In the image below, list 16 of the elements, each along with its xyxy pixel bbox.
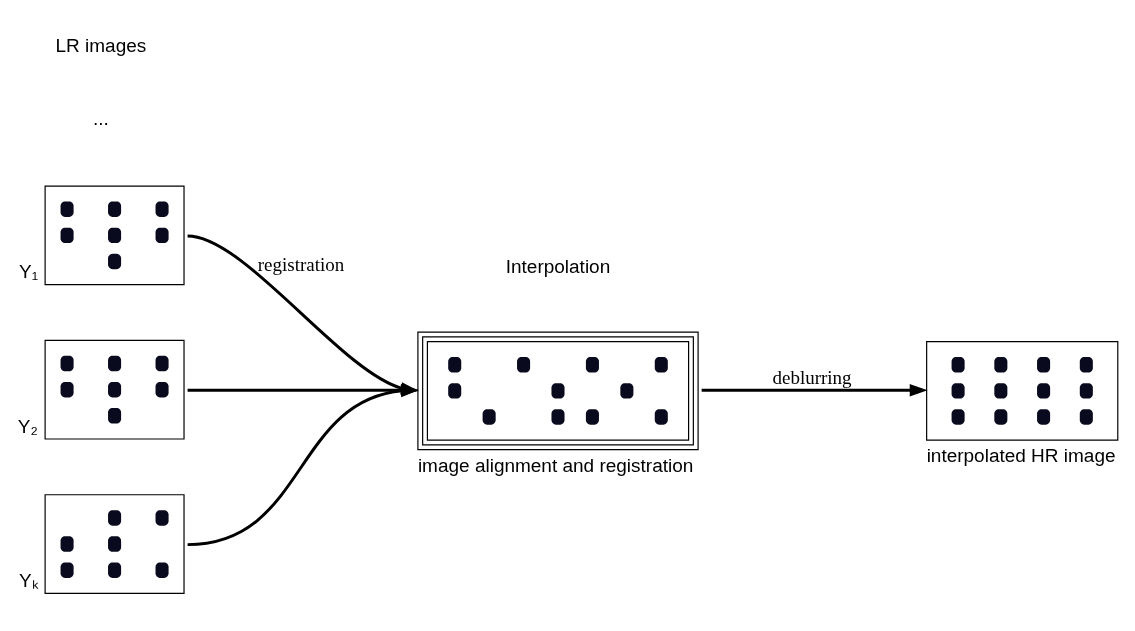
node-label: Y₁ bbox=[18, 261, 39, 283]
label: Interpolation bbox=[505, 255, 611, 277]
node-picture bbox=[926, 341, 1119, 441]
node-picture bbox=[44, 494, 185, 594]
node-label: Y₂ bbox=[17, 415, 38, 437]
arrow bbox=[701, 384, 928, 397]
node-label: image alignment and registration bbox=[417, 454, 694, 476]
node-picture bbox=[417, 331, 699, 451]
node-label: Yₖ bbox=[18, 570, 39, 592]
node-picture bbox=[44, 185, 185, 286]
edge-label: registration bbox=[257, 254, 345, 276]
node-picture bbox=[44, 339, 185, 440]
edge-label: deblurring bbox=[772, 367, 852, 389]
label: ... bbox=[93, 108, 109, 130]
node-label: interpolated HR image bbox=[926, 445, 1116, 467]
label: LR images bbox=[55, 34, 147, 56]
